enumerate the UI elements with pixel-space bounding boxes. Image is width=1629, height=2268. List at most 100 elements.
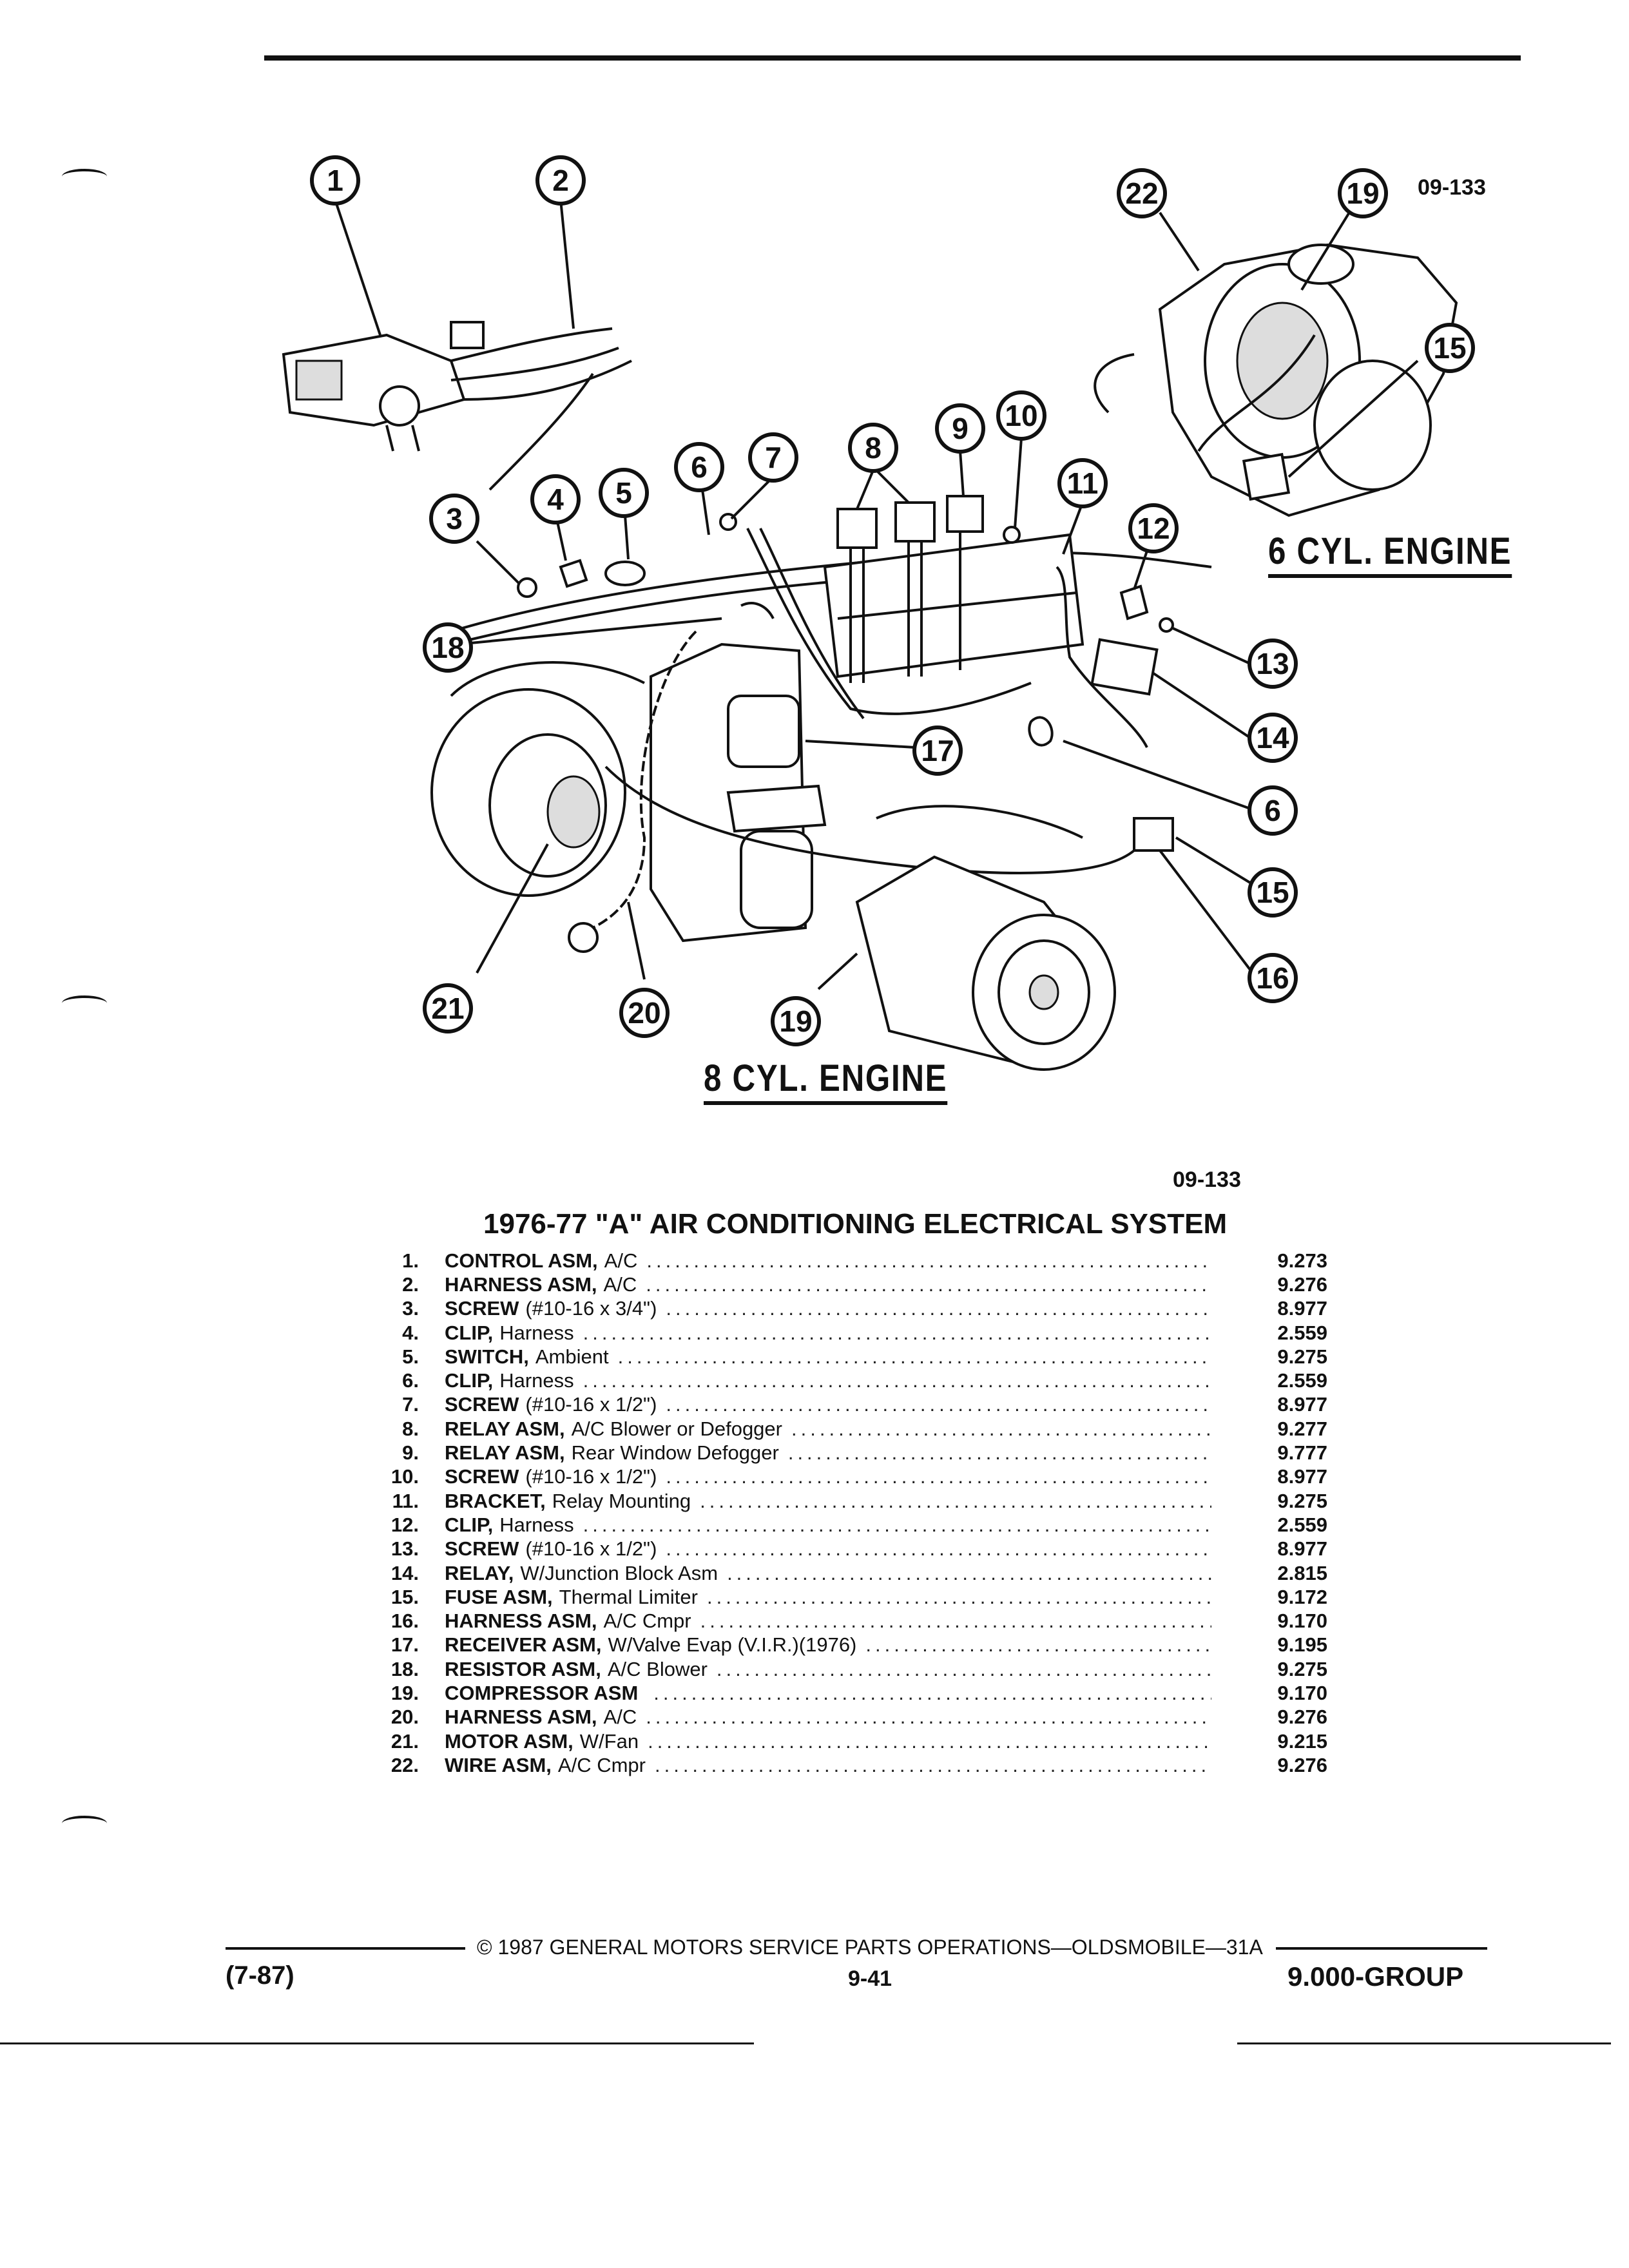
svg-text:4: 4 [547,483,564,516]
callout-17: 17 [912,726,963,776]
leader-dots [583,1514,1211,1537]
part-name: CLIP, [445,1321,494,1344]
part-description: RELAY ASM,A/C Blower or Defogger [445,1418,1211,1441]
part-name: FUSE ASM, [445,1585,553,1608]
svg-text:12: 12 [1137,512,1170,545]
part-group-ref: 9.170 [1277,1681,1327,1704]
part-name: CLIP, [445,1513,494,1536]
part-detail: A/C [604,1249,638,1272]
part-number: 9. [402,1441,419,1465]
part-detail: Harness [499,1321,574,1344]
exploded-diagram: 1 2 3 4 5 6 7 8 9 10 11 12 13 14 6 15 16… [282,155,1475,1071]
svg-text:21: 21 [431,992,464,1025]
svg-text:10: 10 [1005,399,1037,432]
part-name: MOTOR ASM, [445,1729,574,1753]
callout-18: 18 [423,622,473,673]
part-detail: A/C Cmpr [557,1753,646,1776]
leader-dots [791,1418,1211,1441]
part-detail: (#10-16 x 3/4") [525,1297,657,1320]
callout-19-6cyl: 19 [1338,168,1388,218]
parts-list-row: 10.SCREW(#10-16 x 1/2")8.977 [361,1465,1366,1489]
leader-dots [707,1586,1211,1609]
parts-list-row: 11.BRACKET,Relay Mounting9.275 [361,1489,1366,1513]
leader-dots [646,1273,1211,1296]
part-number: 13. [390,1537,419,1561]
parts-list-row: 14.RELAY,W/Junction Block Asm2.815 [361,1561,1366,1585]
leader-dots [646,1249,1211,1273]
callout-15: 15 [1248,867,1298,918]
part-group-ref: 9.777 [1277,1441,1327,1465]
svg-text:5: 5 [615,476,632,510]
part-description: SCREW(#10-16 x 1/2") [445,1393,1211,1416]
part-group-ref: 9.275 [1277,1345,1327,1368]
parts-list-title: 1976-77 "A" AIR CONDITIONING ELECTRICAL … [483,1208,1228,1240]
part-description: HARNESS ASM,A/C Cmpr [445,1610,1211,1633]
part-description: CLIP,Harness [445,1514,1211,1537]
binding-mark [62,169,107,184]
part-description: SCREW(#10-16 x 1/2") [445,1537,1211,1561]
part-name: WIRE ASM, [445,1753,552,1776]
part-description: WIRE ASM,A/C Cmpr [445,1754,1211,1777]
svg-text:9: 9 [952,412,969,445]
part-group-ref: 8.977 [1277,1537,1327,1561]
part-number: 18. [390,1657,419,1680]
parts-list-row: 13. SCREW(#10-16 x 1/2") 8.977 [361,1537,1366,1561]
parts-list-row: 8.RELAY ASM,A/C Blower or Defogger9.277 [361,1417,1366,1441]
eight-cyl-engine-drawing [430,495,1212,1071]
svg-text:2: 2 [552,164,569,197]
parts-list-row: 1. CONTROL ASM, A/C 9.273 [361,1249,1366,1273]
part-group-ref: 9.276 [1277,1753,1327,1776]
callout-20: 20 [619,988,670,1038]
parts-list-row: 19.COMPRESSOR ASM9.170 [361,1681,1366,1705]
part-name: CLIP, [445,1369,494,1392]
svg-text:18: 18 [431,631,464,664]
footer-page-number: 9-41 [848,1966,892,1991]
part-detail: Harness [499,1513,574,1536]
part-detail: (#10-16 x 1/2") [525,1465,657,1488]
part-name: SWITCH, [445,1345,529,1368]
six-cyl-label: 6 CYL. ENGINE [1268,530,1512,578]
part-name: HARNESS ASM, [445,1273,597,1296]
callout-11: 11 [1057,458,1108,508]
leader-dots [865,1633,1211,1657]
part-name: RELAY, [445,1561,514,1584]
binding-mark [62,995,107,1011]
part-group-ref: 9.273 [1277,1249,1327,1272]
part-detail: Rear Window Defogger [571,1441,779,1465]
part-number: 1. [402,1249,419,1272]
callout-22: 22 [1117,168,1167,218]
callout-14: 14 [1248,713,1298,763]
part-detail: (#10-16 x 1/2") [525,1537,657,1561]
part-name: RELAY ASM, [445,1441,565,1465]
part-description: RELAY ASM,Rear Window Defogger [445,1441,1211,1465]
part-name: SCREW [445,1465,519,1488]
part-description: SWITCH,Ambient [445,1345,1211,1369]
part-description: BRACKET,Relay Mounting [445,1490,1211,1513]
part-number: 10. [390,1465,419,1488]
binding-mark [62,1816,107,1831]
part-name: HARNESS ASM, [445,1610,597,1633]
leader-dots [666,1465,1211,1488]
part-description: FUSE ASM,Thermal Limiter [445,1586,1211,1609]
part-group-ref: 9.215 [1277,1729,1327,1753]
part-detail: (#10-16 x 1/2") [525,1393,657,1416]
callout-1: 1 [310,155,360,206]
leader-dots [666,1393,1211,1416]
part-name: COMPRESSOR ASM [445,1681,639,1704]
part-group-ref: 9.172 [1277,1585,1327,1608]
part-number: 17. [390,1633,419,1657]
part-number: 20. [390,1706,419,1729]
svg-text:19: 19 [1346,177,1379,210]
part-description: HARNESS ASM,A/C [445,1273,1211,1296]
part-number: 3. [402,1297,419,1320]
leader-dots [666,1537,1211,1561]
svg-text:15: 15 [1433,331,1466,365]
callout-3: 3 [429,494,479,544]
part-name: RELAY ASM, [445,1417,565,1440]
figure-code-top: 09-133 [1418,175,1486,200]
part-name: CONTROL ASM, [445,1249,598,1272]
part-group-ref: 9.275 [1277,1657,1327,1680]
parts-list-row: 16.HARNESS ASM,A/C Cmpr9.170 [361,1609,1366,1633]
parts-list-row: 22.WIRE ASM,A/C Cmpr9.276 [361,1753,1366,1777]
